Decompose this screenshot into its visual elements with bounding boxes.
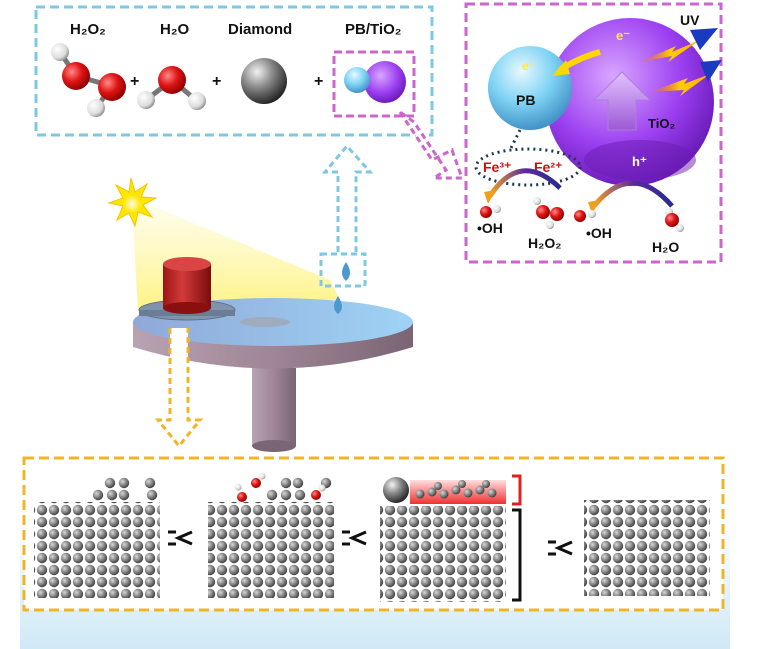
label-pb: PB (516, 92, 535, 108)
sun-icon (107, 177, 158, 228)
label-hole: h⁺ (632, 154, 647, 169)
h2o2-small-icon (533, 197, 564, 229)
pbtio2-particle-icon (344, 61, 406, 103)
droplet-top-icon (342, 262, 350, 281)
band-gap-up-arrow (592, 71, 652, 131)
label-electron-top: e⁻ (616, 28, 630, 43)
sample-cylinder-bottom (163, 302, 211, 314)
label-pbtio2: PB/TiO₂ (345, 21, 401, 38)
electron-transfer-arrowhead (552, 60, 570, 76)
label-electron-pb: e⁻ (522, 59, 535, 73)
label-uv: UV (680, 12, 700, 28)
pbtio2-inner-box (332, 50, 416, 118)
fe-cycle-arrow (487, 168, 562, 198)
label-h2o: H₂O (160, 21, 189, 38)
plus-2: + (212, 73, 221, 90)
droplet-up-arrow (321, 143, 374, 252)
lattice-panel-4 (584, 500, 710, 596)
uv-light-icon (640, 28, 722, 96)
label-h2o2: H₂O₂ (70, 21, 106, 38)
lattice-panel-3 (380, 477, 506, 602)
sample-cylinder (163, 264, 211, 308)
process-arrow-2-icon (342, 530, 367, 546)
fe-redox-ellipse (474, 147, 582, 187)
h2o-molecule-icon (137, 66, 206, 110)
tio2-lower-band (584, 140, 696, 180)
oh-radical-left-icon (480, 205, 501, 218)
pb-sphere (488, 46, 572, 130)
h2o2-molecule-icon (51, 43, 126, 117)
process-arrow-1-icon (168, 530, 193, 546)
lattice-panel-1 (34, 477, 160, 598)
label-fe2: Fe²⁺ (534, 159, 562, 175)
plate-stem (252, 368, 296, 446)
label-h2o-small: H₂O (652, 239, 679, 255)
process-arrow-3-icon (548, 540, 573, 556)
oh-radical-right-icon (574, 210, 596, 222)
droplet-box (319, 252, 367, 288)
holder-down-arrow (154, 328, 204, 449)
plus-1: + (130, 73, 139, 90)
bulk-layer-bracket (512, 508, 522, 602)
diamond-sphere-icon (241, 58, 287, 104)
plate-slot (240, 317, 290, 327)
label-diamond: Diamond (228, 21, 292, 38)
label-oh-right: •OH (586, 225, 612, 241)
lattice-panel-2 (208, 472, 334, 598)
sample-cylinder-top (163, 257, 211, 271)
pb-fe-dotted-link (508, 129, 522, 151)
droplet-bottom-icon (334, 296, 342, 314)
plate-stem-bottom (252, 440, 296, 452)
h2o-small-icon (665, 208, 684, 232)
label-h2o2-small: H₂O₂ (528, 235, 561, 251)
label-tio2: TiO₂ (648, 116, 675, 131)
hole-oxidation-arrow (592, 180, 674, 208)
label-fe3: Fe³⁺ (483, 159, 511, 175)
label-oh-left: •OH (477, 220, 503, 236)
plus-3: + (314, 73, 323, 90)
fe-cycle-arrowhead (484, 190, 496, 204)
surface-layer-bracket (512, 474, 522, 506)
zoom-connector-arrow (398, 110, 465, 180)
